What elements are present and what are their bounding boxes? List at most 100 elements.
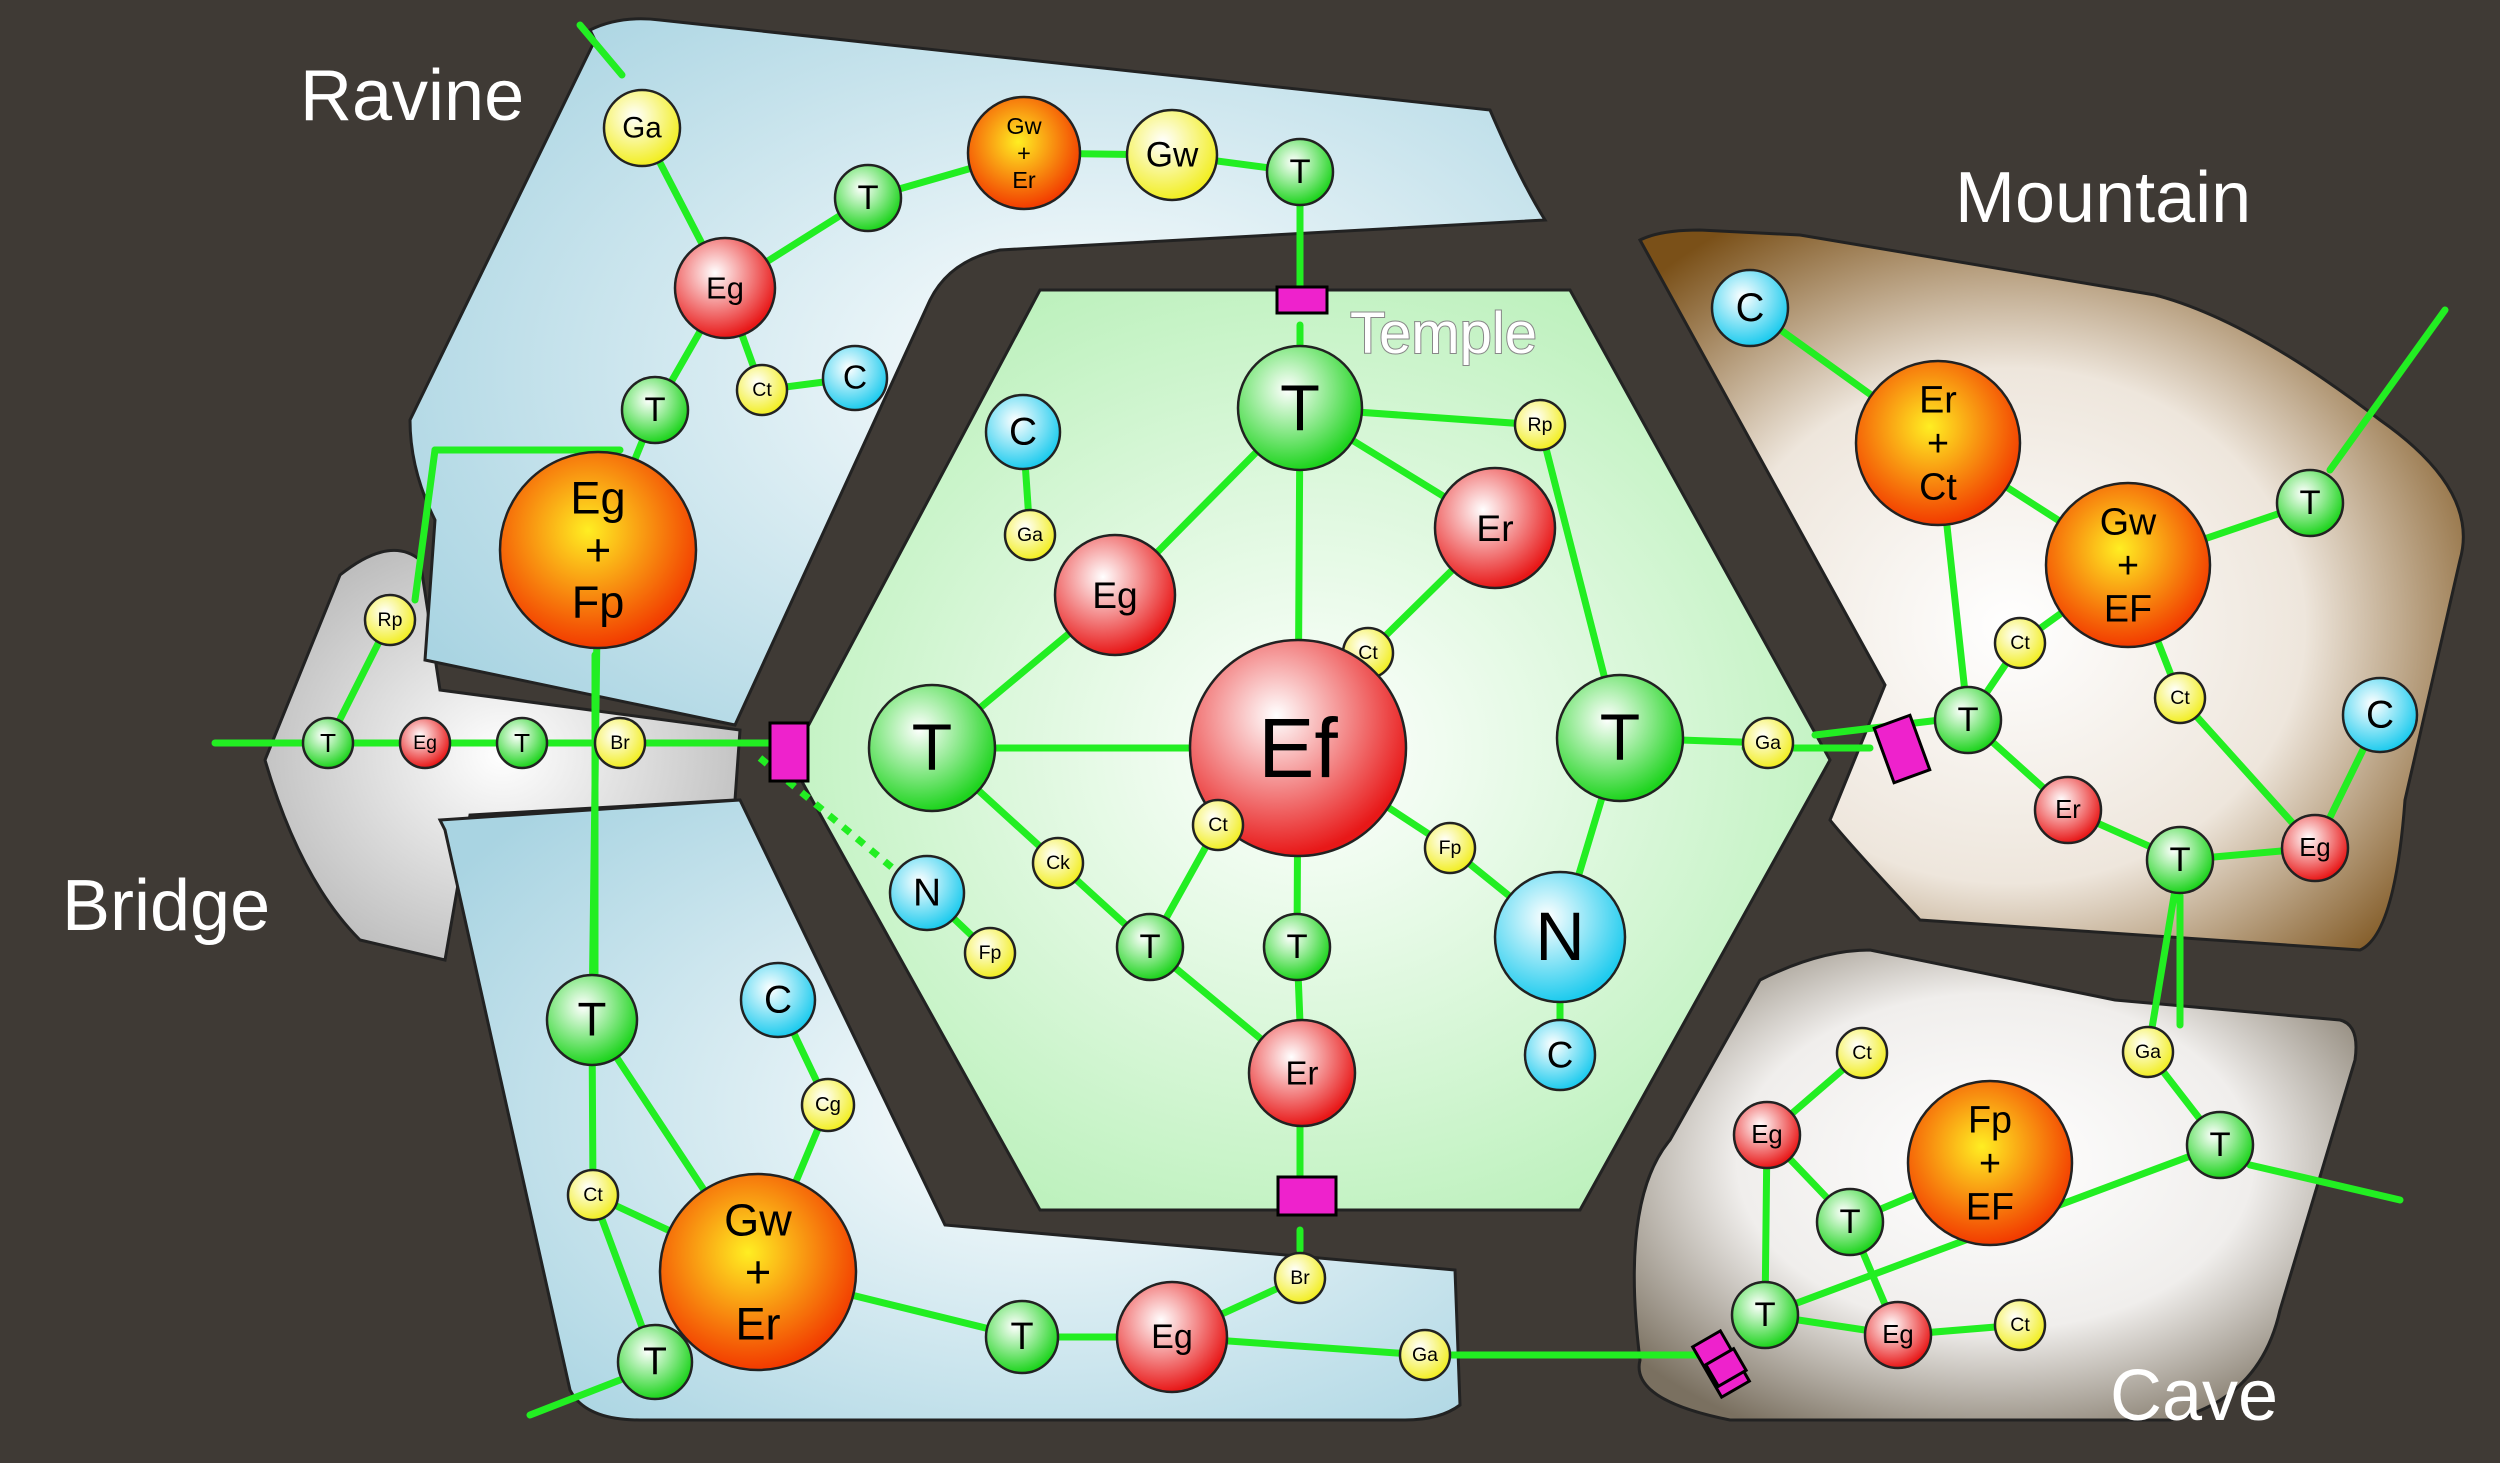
node-circle	[735, 363, 789, 417]
node-label: C	[1736, 286, 1765, 330]
node-label: N	[913, 872, 941, 915]
node-label: +	[585, 525, 611, 576]
ravine-label: Ravine	[300, 56, 524, 136]
node-mt_er: Er	[2033, 775, 2103, 845]
node-circle	[821, 344, 889, 412]
node-mt_t3: T	[2145, 825, 2215, 895]
node-label: Er	[1012, 167, 1036, 193]
node-label: EF	[1966, 1185, 2014, 1227]
node-tp_er2: Er	[1247, 1018, 1357, 1128]
node-mt_eg: Eg	[2280, 813, 2350, 883]
node-tp_c: C	[984, 393, 1062, 471]
node-br_t1: T	[301, 716, 355, 770]
node-label: Eg	[1751, 1121, 1782, 1149]
node-tp_fp2: Fp	[963, 926, 1017, 980]
node-tp_n2: N	[1493, 870, 1627, 1004]
node-label: Ct	[2170, 687, 2190, 709]
node-cv_eg1: Eg	[1732, 1100, 1802, 1170]
node-label: +	[1927, 422, 1949, 464]
node-tp_fp1: Fp	[1423, 821, 1477, 875]
node-circle	[2033, 775, 2103, 845]
node-label: C	[764, 979, 792, 1022]
node-circle	[2280, 813, 2350, 883]
node-label: T	[1139, 928, 1160, 966]
node-label: Ga	[2135, 1041, 2161, 1063]
node-tp_ck: Ck	[1031, 836, 1085, 890]
node-cv_fpef: Fp+EF	[1906, 1079, 2074, 1247]
node-label: Eg	[413, 732, 437, 754]
node-tp_ga2: Ga	[1741, 716, 1795, 770]
node-tp_rp: Rp	[1513, 398, 1567, 452]
node-rv_t2: T	[833, 163, 903, 233]
node-label: C	[1009, 411, 1037, 454]
node-circle	[2153, 671, 2207, 725]
node-label: Rp	[378, 609, 403, 631]
node-rv_ga: Ga	[602, 88, 682, 168]
cave-label: Cave	[2110, 1356, 2278, 1436]
node-lr_t2: T	[616, 1323, 694, 1401]
node-label: Fp	[572, 576, 625, 627]
node-lr_cg: Cg	[800, 1077, 856, 1133]
node-lr_ga: Ga	[1398, 1328, 1452, 1382]
node-label: Ct	[1919, 465, 1957, 507]
node-label: T	[857, 179, 878, 217]
node-tp_n1: N	[888, 854, 966, 932]
node-circle	[1933, 685, 2003, 755]
gate-group	[768, 285, 1932, 1400]
node-circle	[2341, 676, 2419, 754]
node-label: Er	[735, 1298, 780, 1349]
node-circle	[1273, 1251, 1327, 1305]
node-circle	[566, 1168, 620, 1222]
gate-3	[1872, 713, 1932, 785]
node-circle	[1906, 1079, 2074, 1247]
node-label: Ct	[1358, 642, 1378, 664]
node-circle	[1115, 912, 1185, 982]
node-circle	[1993, 616, 2047, 670]
node-label: Ga	[1412, 1344, 1438, 1366]
node-mt_erct: Er+Ct	[1854, 359, 2022, 527]
node-rv_t3: T	[620, 375, 690, 445]
node-circle	[1854, 359, 2022, 527]
node-label: +	[1979, 1142, 2001, 1184]
node-label: T	[1957, 701, 1978, 739]
node-circle	[498, 450, 698, 650]
node-circle	[620, 375, 690, 445]
node-tp_t_top: T	[1236, 344, 1364, 472]
node-tp_er1: Er	[1433, 466, 1557, 590]
node-label: T	[2299, 484, 2320, 522]
node-label: T	[643, 1341, 667, 1384]
node-tp_t_b1: T	[1115, 912, 1185, 982]
node-label: Br	[610, 732, 630, 754]
node-label: T	[514, 728, 530, 758]
node-label: T	[1600, 701, 1640, 775]
node-circle	[495, 716, 549, 770]
node-cv_t2: T	[2185, 1110, 2255, 1180]
node-label: Eg	[1151, 1318, 1193, 1356]
node-circle	[1741, 716, 1795, 770]
node-circle	[1732, 1100, 1802, 1170]
node-circle	[1053, 533, 1177, 657]
node-label: Eg	[706, 271, 744, 306]
node-lr_ct: Ct	[566, 1168, 620, 1222]
node-label: EF	[2104, 587, 2152, 629]
node-circle	[800, 1077, 856, 1133]
gate-5	[1703, 1346, 1749, 1389]
node-mt_ct2: Ct	[2153, 671, 2207, 725]
node-label: +	[745, 1247, 771, 1298]
node-label: C	[2366, 694, 2394, 737]
node-cv_t3: T	[1730, 1280, 1800, 1350]
node-circle	[1115, 1280, 1229, 1394]
node-circle	[966, 95, 1082, 211]
node-circle	[301, 716, 355, 770]
node-lr_eg: Eg	[1115, 1280, 1229, 1394]
node-lr_br: Br	[1273, 1251, 1327, 1305]
node-label: Gw	[1146, 136, 1199, 175]
node-rv_egfp: Eg+Fp	[498, 450, 698, 650]
node-label: N	[1535, 899, 1584, 975]
node-circle	[1493, 870, 1627, 1004]
temple-label: Temple	[1350, 301, 1537, 366]
node-circle	[616, 1323, 694, 1401]
node-tp_ct2: Ct	[1191, 798, 1245, 852]
node-label: T	[912, 711, 952, 785]
node-label: Eg	[570, 473, 625, 524]
